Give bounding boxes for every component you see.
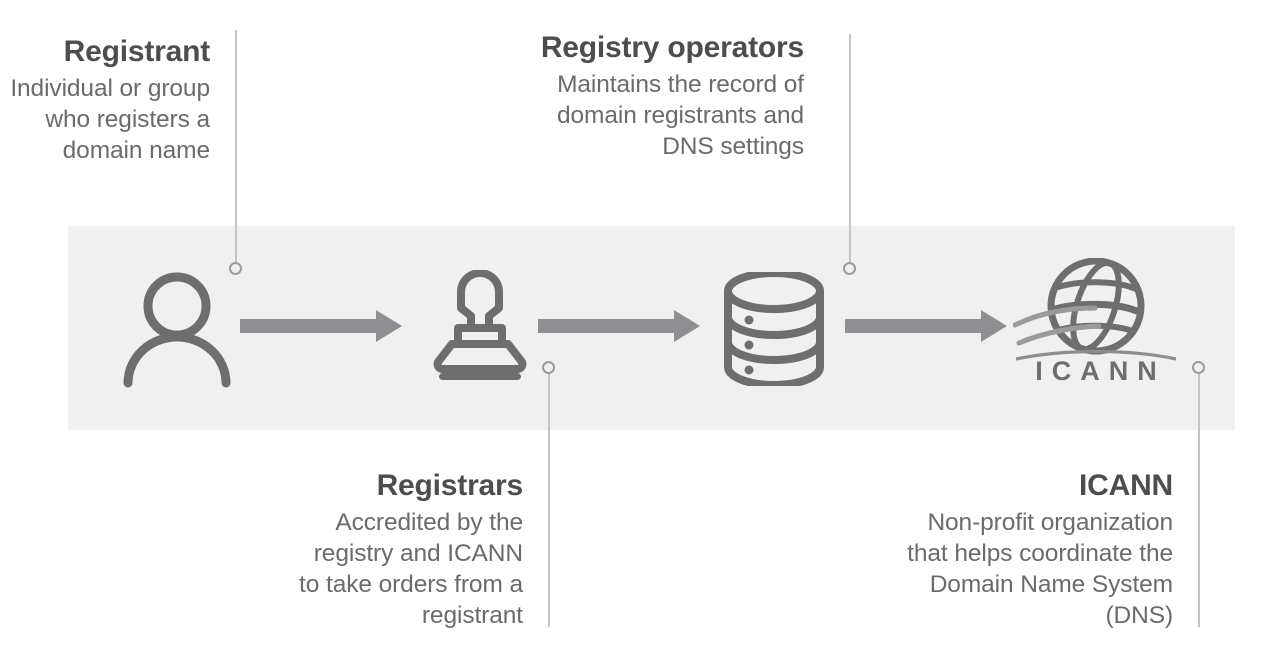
person-icon — [112, 270, 242, 388]
connector-dot-icann — [1192, 361, 1205, 374]
label-registrars-description: Accredited by the registry and ICANN to … — [299, 509, 523, 629]
stamp-icon — [428, 269, 532, 380]
icann-globe-logo: ICANN — [1012, 257, 1179, 390]
flow-arrow-registrant-to-registrars — [240, 310, 402, 342]
connector-dot-registry-operators — [843, 262, 856, 275]
connector-line-registrars — [548, 372, 550, 627]
label-registrars-title: Registrars — [376, 469, 524, 502]
label-icann: ICANN Non-profit organization that helps… — [888, 468, 1173, 631]
connector-line-icann — [1198, 372, 1200, 627]
connector-dot-registrant — [229, 262, 242, 275]
label-icann-title: ICANN — [1079, 469, 1173, 502]
icann-wordmark: ICANN — [1035, 356, 1166, 386]
label-icann-description: Non-profit organization that helps coord… — [907, 509, 1173, 629]
database-icon — [722, 269, 826, 389]
label-registrant-description: Individual or group who registers a doma… — [10, 75, 210, 164]
label-registry-operators: Registry operators Maintains the record … — [500, 30, 804, 162]
connector-dot-registrars — [542, 361, 555, 374]
connector-line-registrant — [235, 30, 237, 270]
icann-globe-graphic — [1012, 257, 1177, 361]
label-registry-operators-title: Registry operators — [540, 31, 804, 64]
label-registrant-title: Registrant — [63, 35, 211, 68]
flow-arrow-registry-operators-to-icann — [845, 310, 1007, 342]
flow-arrow-registrars-to-registry-operators — [538, 310, 700, 342]
label-registry-operators-description: Maintains the record of domain registran… — [556, 71, 804, 160]
connector-line-registry-operators — [849, 34, 851, 270]
label-registrars: Registrars Accredited by the registry an… — [295, 468, 523, 631]
label-registrant: Registrant Individual or group who regis… — [10, 34, 210, 166]
